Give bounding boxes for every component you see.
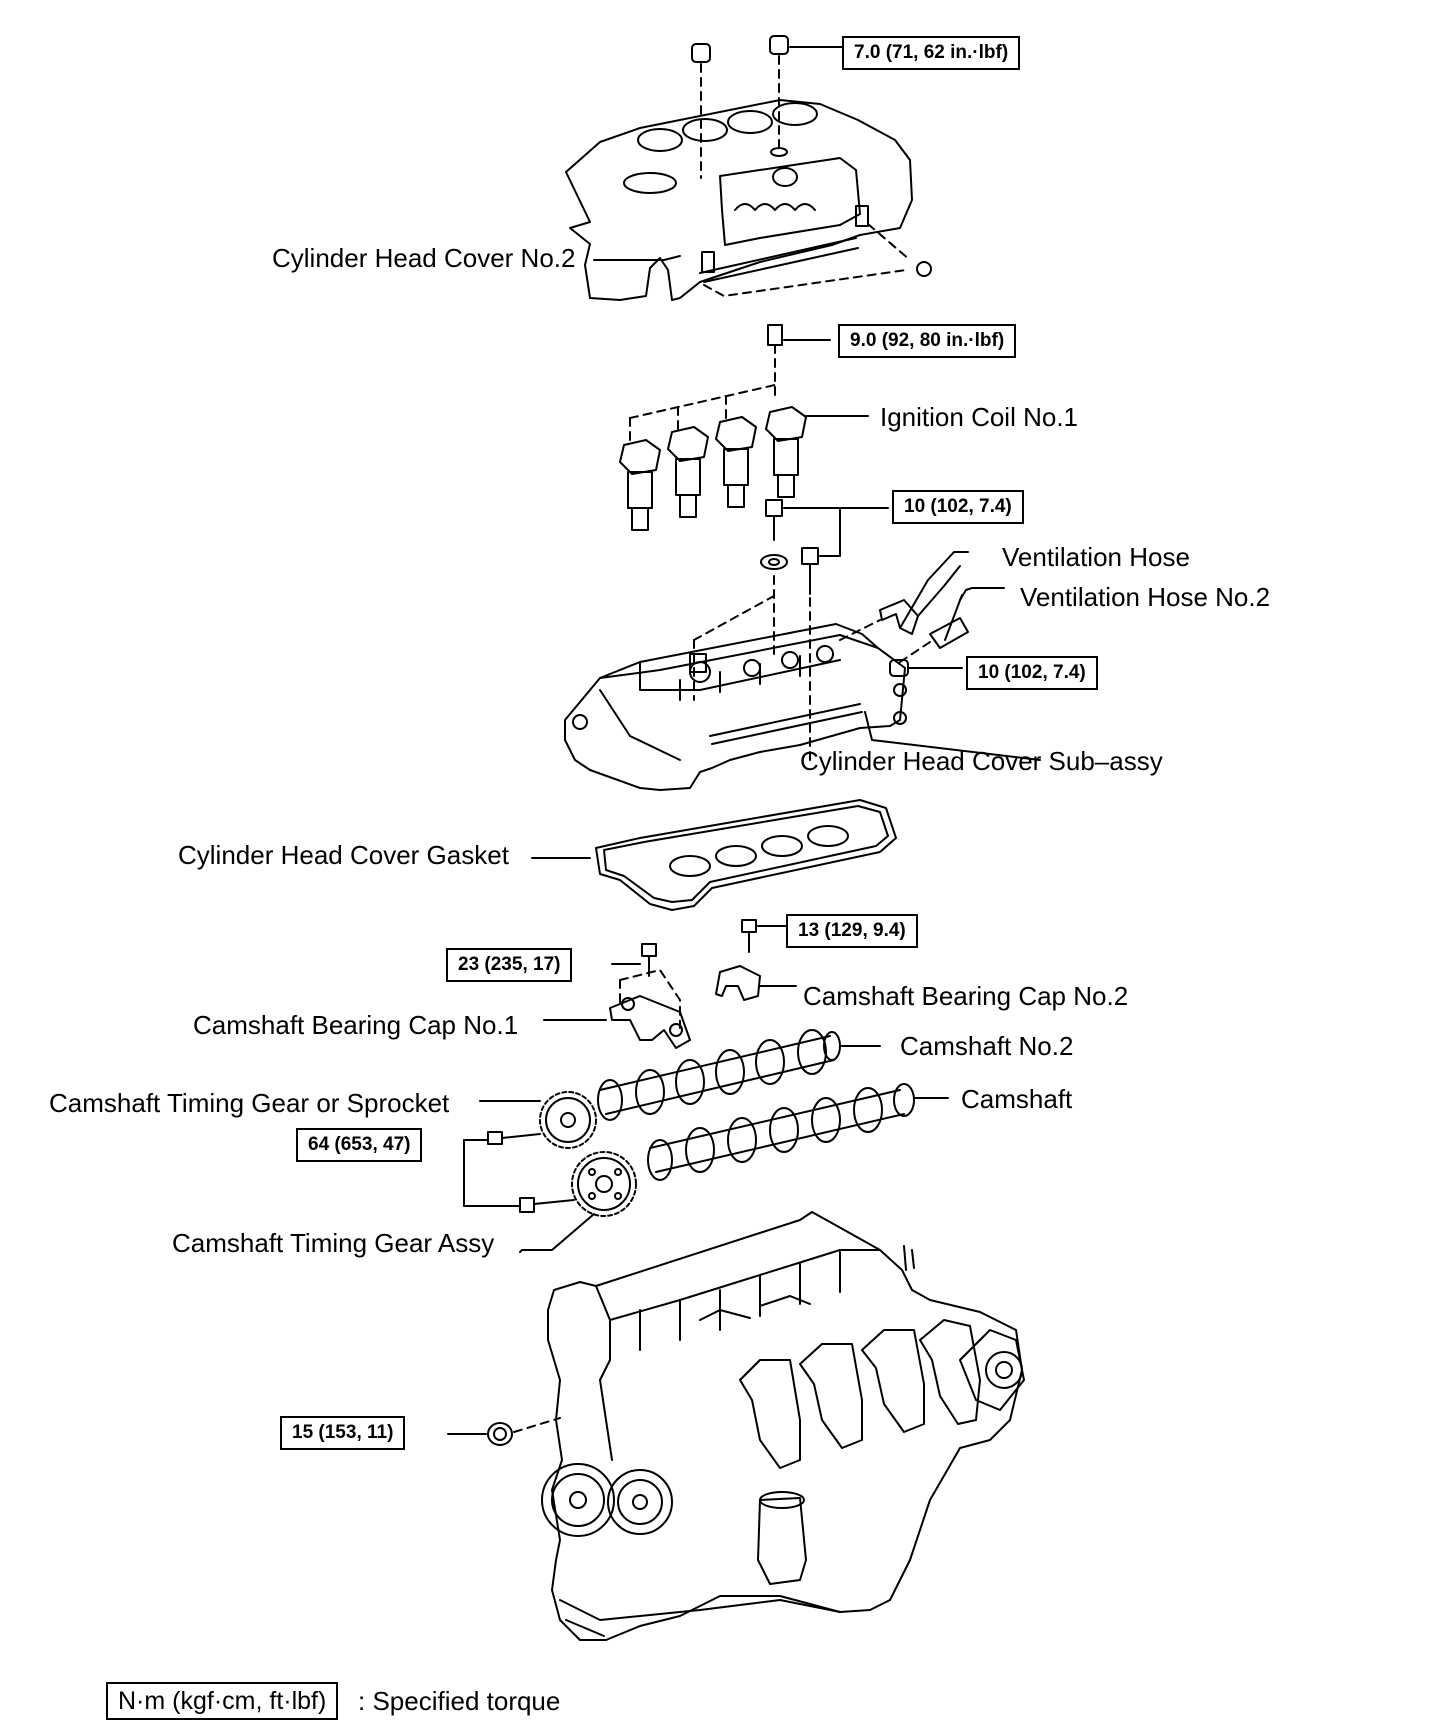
- camshaft-bearing-cap-no2-shape: [716, 920, 796, 1000]
- label-ventilation-hose-no2: Ventilation Hose No.2: [1020, 582, 1271, 612]
- label-camshaft-no2: Camshaft No.2: [900, 1031, 1074, 1061]
- cover-no2-nuts: [692, 36, 842, 178]
- label-ventilation-hose: Ventilation Hose: [1002, 542, 1190, 572]
- torque-ignition-coil-bolt: 9.0 (92, 80 in.·lbf): [838, 324, 1017, 358]
- torque-plug: 15 (153, 11): [280, 1416, 406, 1450]
- camshaft-timing-gear-sprocket-shape: [464, 1092, 596, 1212]
- label-ignition-coil-no1: Ignition Coil No.1: [880, 402, 1078, 432]
- label-cylinder-head-cover-sub-assy: Cylinder Head Cover Sub–assy: [800, 746, 1163, 776]
- ignition-coils-shape: [620, 325, 868, 530]
- torque-cover-no2-nut: 7.0 (71, 62 in.·lbf): [842, 36, 1021, 70]
- label-camshaft-timing-gear-assy: Camshaft Timing Gear Assy: [172, 1228, 495, 1258]
- torque-bearing-cap-no1-bolt: 23 (235, 17): [446, 948, 573, 982]
- label-cylinder-head-cover-gasket: Cylinder Head Cover Gasket: [178, 840, 509, 870]
- torque-timing-gear-bolt: 64 (653, 47): [296, 1128, 423, 1162]
- label-camshaft-bearing-cap-no1: Camshaft Bearing Cap No.1: [193, 1010, 519, 1040]
- label-camshaft-bearing-cap-no2: Camshaft Bearing Cap No.2: [803, 981, 1129, 1011]
- legend-unit-box: N·m (kgf·cm, ft·lbf): [106, 1682, 339, 1720]
- camshaft-bearing-cap-no1-shape: [544, 944, 690, 1048]
- cylinder-head-cover-no2-shape: [566, 100, 931, 300]
- torque-head-cover-bolt: 10 (102, 7.4): [892, 490, 1024, 524]
- legend-text: : Specified torque: [358, 1686, 561, 1716]
- camshaft-timing-gear-assy-shape: [522, 1152, 636, 1250]
- cylinder-head-cover-gasket-shape: [532, 800, 896, 910]
- camshaft-shape: [648, 1084, 948, 1180]
- camshaft-no2-shape: [598, 1030, 880, 1120]
- label-camshaft-timing-gear-or-sprocket: Camshaft Timing Gear or Sprocket: [49, 1088, 450, 1118]
- torque-bearing-cap-no2-bolt: 13 (129, 9.4): [786, 914, 918, 948]
- label-cylinder-head-cover-no2: Cylinder Head Cover No.2: [272, 243, 576, 273]
- label-camshaft: Camshaft: [961, 1084, 1073, 1114]
- torque-head-cover-nut: 10 (102, 7.4): [966, 656, 1098, 690]
- leader-lines: [520, 256, 680, 1252]
- cylinder-head-cover-sub-assy-shape: [565, 624, 1040, 790]
- engine-block-shape: [448, 1212, 1024, 1640]
